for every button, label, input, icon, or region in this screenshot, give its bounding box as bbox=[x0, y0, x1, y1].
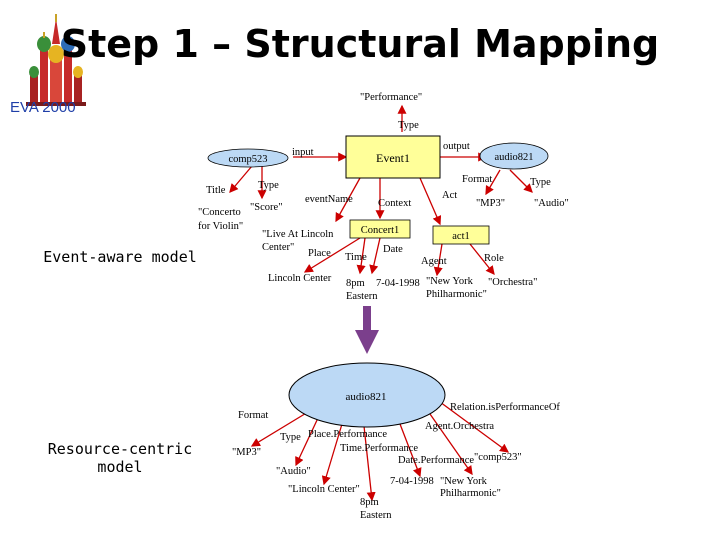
resource-centric-line-1: Resource-centric bbox=[47, 440, 193, 458]
resource-centric-label: Resource-centric model bbox=[30, 440, 210, 476]
ny-line-2: Philharmonic" bbox=[426, 289, 487, 300]
place-label: Place bbox=[308, 248, 331, 259]
title-label: Title bbox=[206, 185, 226, 196]
audio-value-event: "Audio" bbox=[534, 198, 569, 209]
time-perf-label: Time.Performance bbox=[340, 443, 418, 454]
relation-label: Relation.isPerformanceOf bbox=[450, 402, 560, 413]
ny-line-1: "New York bbox=[426, 276, 474, 287]
date-value: 7-04-1998 bbox=[376, 278, 420, 289]
ny-resource-line-1: "New York bbox=[440, 476, 488, 487]
date-value-resource: 7-04-1998 bbox=[390, 476, 434, 487]
ny-resource-line-2: Philharmonic" bbox=[440, 488, 501, 499]
event-aware-label: Event-aware model bbox=[43, 248, 197, 266]
place-perf-label: Place.Performance bbox=[308, 429, 387, 440]
lincoln-center-value: Lincoln Center bbox=[268, 273, 332, 284]
time-value-resource-2: Eastern bbox=[360, 510, 392, 521]
input-label: input bbox=[292, 147, 314, 158]
resource-model-edges bbox=[250, 401, 510, 502]
role-label: Role bbox=[484, 253, 504, 264]
time-value-resource-1: 8pm bbox=[360, 497, 379, 508]
kremlin-icon bbox=[26, 14, 86, 106]
type-label-audio: Type bbox=[530, 177, 551, 188]
comp-node-label: comp523 bbox=[228, 154, 267, 165]
context-label: Context bbox=[378, 198, 411, 209]
event-node-label: Event1 bbox=[376, 151, 410, 165]
mp3-value-resource: "MP3" bbox=[232, 447, 261, 458]
audio-node-resource-label: audio821 bbox=[346, 391, 387, 403]
output-label: output bbox=[443, 141, 470, 152]
type-label-comp: Type bbox=[258, 180, 279, 191]
audio-value-resource: "Audio" bbox=[276, 466, 311, 477]
live-line-2: Center" bbox=[262, 242, 294, 253]
act-node-label: act1 bbox=[452, 231, 470, 242]
comp-value-resource: "comp523" bbox=[474, 452, 522, 463]
event-name-label: eventName bbox=[305, 194, 353, 205]
format-label-resource: Format bbox=[238, 410, 268, 421]
date-perf-label: Date.Performance bbox=[398, 455, 474, 466]
performance-value: "Performance" bbox=[360, 92, 422, 103]
concert-node bbox=[349, 219, 411, 239]
resource-centric-line-2: model bbox=[97, 458, 143, 476]
concerto-line-2: for Violin" bbox=[198, 221, 243, 232]
event-node bbox=[345, 135, 441, 179]
event-model-edges bbox=[229, 104, 533, 277]
score-value: "Score" bbox=[250, 202, 282, 213]
live-line-1: "Live At Lincoln bbox=[262, 229, 334, 240]
audio-node-resource bbox=[288, 362, 446, 428]
logo-text: EVA 2000 bbox=[10, 99, 76, 116]
agent-label: Agent bbox=[421, 256, 447, 267]
date-label: Date bbox=[383, 244, 403, 255]
audio-node-label: audio821 bbox=[494, 152, 533, 163]
comp-node bbox=[207, 148, 289, 168]
time-value-line-2: Eastern bbox=[346, 291, 378, 302]
type-label-event: Type bbox=[398, 120, 419, 131]
time-label: Time bbox=[345, 252, 367, 263]
format-label-event: Format bbox=[462, 174, 492, 185]
mapping-arrow bbox=[355, 306, 379, 354]
type-label-resource: Type bbox=[280, 432, 301, 443]
act-label: Act bbox=[442, 190, 457, 201]
concert-node-label: Concert1 bbox=[361, 225, 400, 236]
mp3-value-event: "MP3" bbox=[476, 198, 505, 209]
lincoln-value-resource: "Lincoln Center" bbox=[288, 484, 360, 495]
page-title: Step 1 – Structural Mapping bbox=[60, 22, 660, 66]
audio-node bbox=[479, 142, 549, 170]
orchestra-value: "Orchestra" bbox=[488, 277, 537, 288]
concerto-line-1: "Concerto bbox=[198, 207, 241, 218]
act-node bbox=[432, 225, 490, 245]
time-value-line-1: 8pm bbox=[346, 278, 365, 289]
agent-orch-label: Agent.Orchestra bbox=[425, 421, 494, 432]
